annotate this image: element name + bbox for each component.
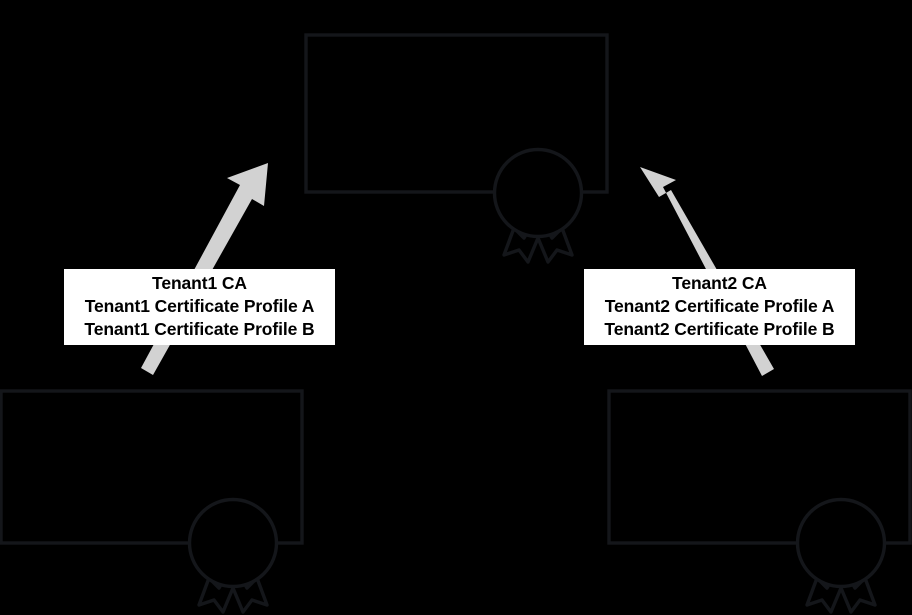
certificate-bottom-right-ribbon-icon <box>795 497 887 614</box>
tenant1-label-line-2: Tenant1 Certificate Profile A <box>84 296 315 316</box>
certificate-top-frame <box>304 33 609 194</box>
certificate-bottom-right-frame <box>607 389 912 545</box>
tenant2-label[interactable]: Tenant2 CA Tenant2 Certificate Profile A… <box>584 269 855 345</box>
tenant2-label-line-1: Tenant2 CA <box>672 273 767 293</box>
tenant1-label-line-1: Tenant1 CA <box>152 273 247 293</box>
tenant2-label-line-3: Tenant2 Certificate Profile B <box>604 319 835 339</box>
tenant1-label[interactable]: Tenant1 CA Tenant1 Certificate Profile A… <box>64 269 335 345</box>
certificate-top[interactable] <box>304 33 609 264</box>
certificate-bottom-left-ribbon-icon <box>187 497 279 614</box>
tenant2-label-line-2: Tenant2 Certificate Profile A <box>604 296 835 316</box>
certificate-bottom-right[interactable] <box>607 389 912 614</box>
certificate-bottom-left-frame <box>0 389 304 545</box>
tenant1-label-line-3: Tenant1 Certificate Profile B <box>84 319 315 339</box>
certificate-bottom-left[interactable] <box>0 389 304 614</box>
certificate-top-ribbon-icon <box>492 147 584 264</box>
